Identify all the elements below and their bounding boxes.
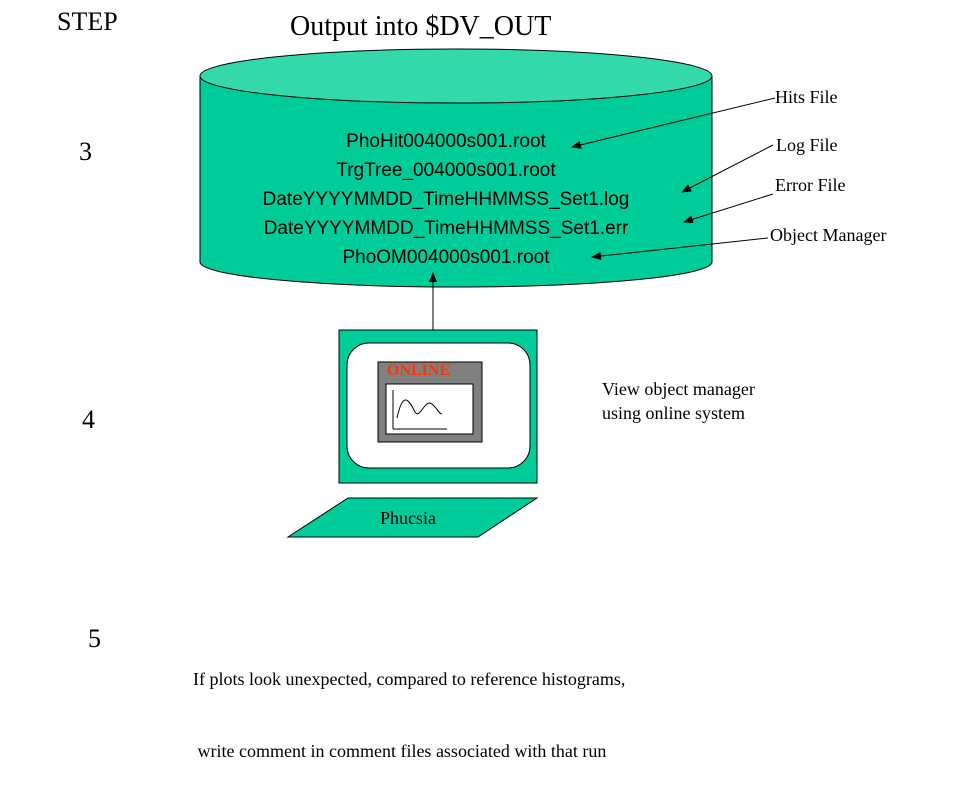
log-file-arrow [681, 144, 774, 193]
file-err: DateYYYYMMDD_TimeHHMMSS_Set1.err [263, 218, 629, 239]
object-manager-label: Object Manager [770, 225, 887, 245]
object-manager-arrow [591, 237, 769, 261]
diagram-graphics [199, 48, 776, 538]
view-note: View object manager using online system [602, 377, 755, 425]
hits-file-label: Hits File [775, 87, 838, 107]
page-title: Output into $DV_OUT [290, 11, 552, 42]
step-4-number: 4 [82, 405, 95, 434]
online-label: ONLINE [387, 362, 451, 379]
step-5-number: 5 [88, 624, 101, 653]
plot-curve [396, 399, 443, 419]
keyboard [286, 497, 539, 538]
step-3-number: 3 [79, 137, 92, 166]
error-file-arrow [683, 193, 774, 224]
step-label: STEP [57, 7, 118, 36]
file-list: PhoHit004000s001.root TrgTree_004000s001… [200, 127, 692, 272]
comment-note-line-1: If plots look unexpected, compared to re… [193, 669, 626, 689]
file-hits: PhoHit004000s001.root [346, 131, 546, 152]
view-note-line-1: View object manager [602, 379, 755, 399]
comment-note: If plots look unexpected, compared to re… [193, 619, 625, 787]
log-file-label: Log File [776, 135, 838, 155]
comment-note-line-2: write comment in comment files associate… [193, 741, 607, 761]
file-trgtree: TrgTree_004000s001.root [336, 160, 556, 181]
database-cylinder [199, 48, 713, 288]
view-note-line-2: using online system [602, 403, 745, 423]
file-log: DateYYYYMMDD_TimeHHMMSS_Set1.log [262, 189, 630, 210]
file-object-manager: PhoOM004000s001.root [342, 247, 550, 268]
hits-file-arrow [571, 97, 776, 149]
error-file-label: Error File [775, 175, 846, 195]
keyboard-label: Phucsia [380, 508, 436, 528]
online-window [377, 361, 483, 443]
